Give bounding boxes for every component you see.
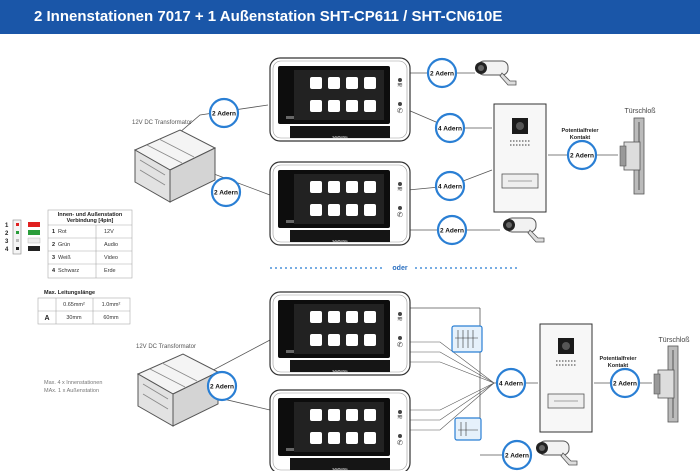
outdoor-station-top (493, 103, 547, 213)
svg-text:1.0mm²: 1.0mm² (102, 302, 121, 308)
row-num: 2 (52, 242, 55, 248)
handset-icon: ✆ (397, 341, 403, 349)
svg-text:A: A (44, 315, 49, 322)
badge-2-adern: 2 Adern (566, 139, 598, 171)
svg-text:1: 1 (5, 223, 9, 229)
contact-label-line2: Kontakt (570, 135, 591, 141)
svg-text:2 Adern: 2 Adern (210, 384, 234, 391)
or-label: oder (392, 265, 407, 272)
connection-table-title: Innen- und Außenstation (58, 212, 123, 218)
contact-label-line2: Kontakt (608, 363, 629, 369)
door-lock-bottom (653, 345, 679, 423)
connection-table: Innen- und Außenstation Verbindung [4pin… (47, 209, 133, 279)
row-func: Erde (104, 268, 116, 274)
svg-text:4 Adern: 4 Adern (438, 126, 462, 133)
badge-2-adern: 2 Adern (426, 57, 458, 89)
svg-text:2 Adern: 2 Adern (212, 111, 236, 118)
wire-panel4-junction (408, 382, 495, 431)
indoor-monitor-1 (269, 57, 411, 142)
svg-text:4 Adern: 4 Adern (438, 184, 462, 191)
camera-3 (535, 440, 578, 466)
max-outdoor-note: MAx. 1 x Außenstation (44, 388, 99, 394)
badge-2-adern: 2 Adern (436, 214, 468, 246)
svg-text:2 Adern: 2 Adern (440, 228, 464, 235)
badge-2-adern: 2 Adern (208, 97, 240, 129)
junction-box-upper (451, 325, 483, 353)
length-table-title: Max. Leitungslänge (44, 290, 95, 296)
badge-2-adern: 2 Adern (206, 370, 238, 402)
brand-label: SAMSUNG (332, 239, 348, 243)
bell-icon: ≋ (397, 82, 403, 89)
svg-text:4 Adern: 4 Adern (499, 381, 523, 388)
brand-label: SAMSUNG (332, 467, 348, 471)
row-color: Grün (58, 242, 70, 248)
bell-icon: ≋ (397, 414, 403, 421)
brand-label: SAMSUNG (332, 135, 348, 139)
row-color: Schwarz (58, 268, 79, 274)
door-lock-top (619, 117, 645, 195)
row-num: 3 (52, 255, 55, 261)
svg-text:2 Adern: 2 Adern (214, 190, 238, 197)
header-bar: 2 Innenstationen 7017 + 1 Außenstation S… (0, 0, 700, 34)
svg-text:60mm: 60mm (103, 315, 119, 321)
row-func: 12V (104, 229, 114, 235)
handset-icon: ✆ (397, 107, 403, 115)
handset-icon: ✆ (397, 439, 403, 447)
transformer-bottom (137, 353, 219, 427)
page-title: 2 Innenstationen 7017 + 1 Außenstation S… (34, 8, 503, 25)
contact-label-line1: Potentialfreier (600, 356, 638, 362)
wire-panel3-junction (408, 351, 495, 384)
max-indoor-note: Max. 4 x Innenstationen (44, 380, 102, 386)
svg-text:30mm: 30mm (66, 315, 82, 321)
row-num: 4 (52, 268, 56, 274)
svg-text:0.65mm²: 0.65mm² (63, 302, 85, 308)
svg-text:2: 2 (5, 231, 9, 237)
outdoor-station-bottom (539, 323, 593, 433)
row-num: 1 (52, 229, 55, 235)
contact-label-line1: Potentialfreier (562, 128, 600, 134)
svg-text:2 Adern: 2 Adern (570, 153, 594, 160)
wire-panel3-junction (408, 341, 495, 384)
row-color: Rot (58, 229, 67, 235)
indoor-monitor-2 (269, 161, 411, 246)
badge-4-adern: 4 Adern (434, 112, 466, 144)
lock-label: Türschloß (658, 337, 689, 344)
svg-text:3: 3 (5, 239, 9, 245)
camera-1 (474, 60, 517, 86)
svg-text:4: 4 (5, 247, 9, 253)
camera-2 (502, 217, 545, 243)
handset-icon: ✆ (397, 211, 403, 219)
connection-table-subtitle: Verbindung [4pin] (67, 218, 114, 224)
transformer-label: 12V DC Transformator (136, 344, 196, 350)
badge-4-adern: 4 Adern (495, 367, 527, 399)
svg-text:2 Adern: 2 Adern (505, 453, 529, 460)
lock-label: Türschloß (624, 108, 655, 115)
wire-panel4-junction (408, 382, 495, 421)
badge-4-adern: 4 Adern (434, 170, 466, 202)
pin-legend: 1 2 3 4 (5, 219, 41, 255)
svg-text:2 Adern: 2 Adern (613, 381, 637, 388)
row-color: Weiß (58, 255, 71, 261)
wire-panel3-junction (408, 361, 495, 384)
length-table: Max. Leitungslänge 0.65mm² 1.0mm² A 30mm… (37, 290, 131, 325)
wiring-diagram: SAMSUNG SAMSUNG ≋ ✆ ≋ ✆ 12V DC Transform… (5, 57, 690, 471)
transformer-top (134, 129, 216, 203)
bell-icon: ≋ (397, 186, 403, 193)
transformer-label: 12V DC Transformator (132, 120, 192, 126)
svg-text:2 Adern: 2 Adern (430, 71, 454, 78)
brand-label: SAMSUNG (332, 369, 348, 373)
wire-panel4-junction (408, 382, 495, 411)
row-func: Video (104, 255, 118, 261)
indoor-monitor-3 (269, 291, 411, 376)
row-func: Audio (104, 242, 118, 248)
junction-box-lower (454, 417, 482, 441)
indoor-monitor-4 (269, 389, 411, 471)
badge-2-adern: 2 Adern (609, 367, 641, 399)
badge-2-adern: 2 Adern (501, 439, 533, 471)
bell-icon: ≋ (397, 316, 403, 323)
badge-2-adern: 2 Adern (210, 176, 242, 208)
